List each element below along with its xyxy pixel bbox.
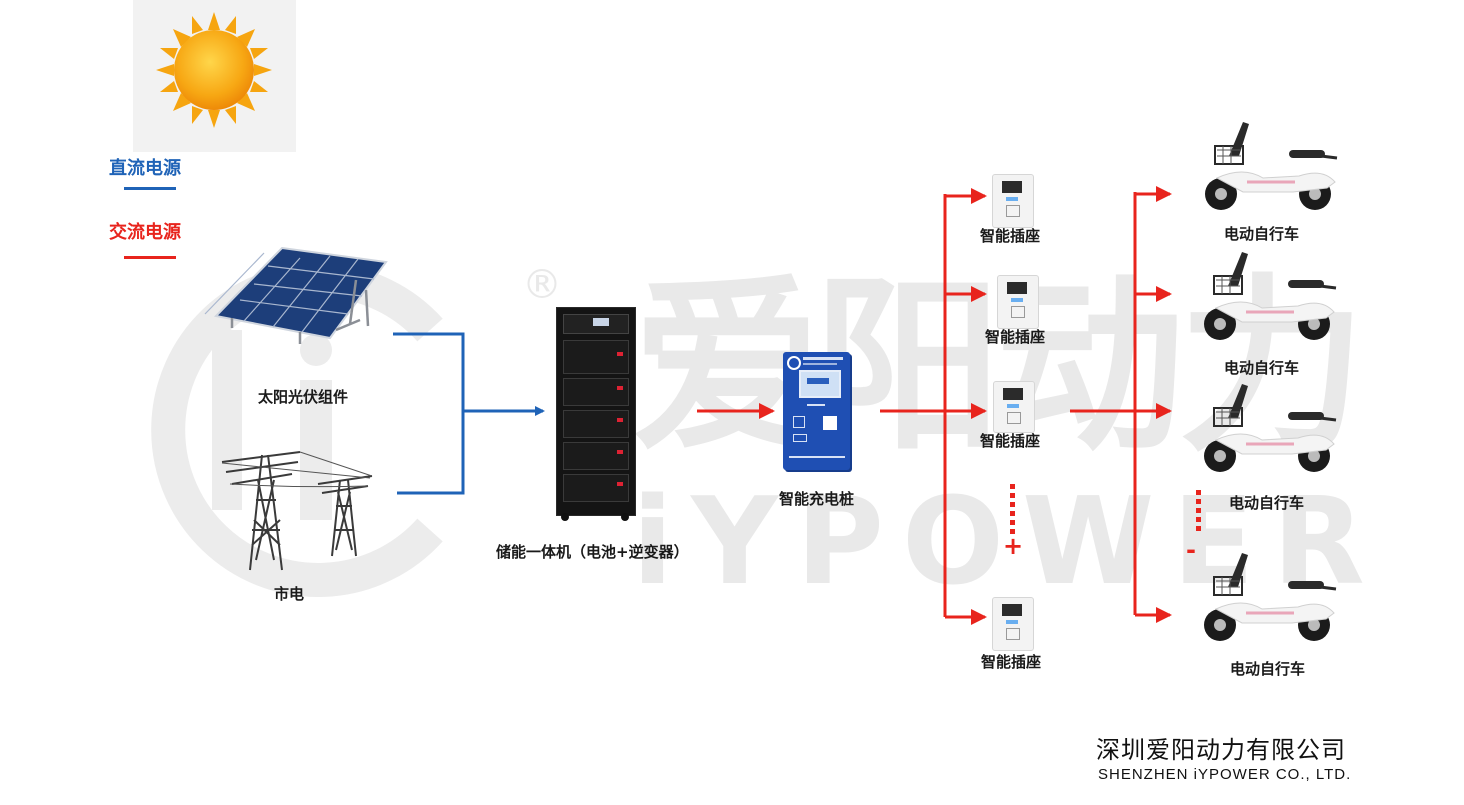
- smart-socket-icon: [992, 174, 1034, 228]
- storage-label: 储能一体机（电池+逆变器）: [496, 543, 689, 561]
- sun-icon: [156, 12, 272, 128]
- socket-ellipsis-dots: [1010, 484, 1015, 534]
- socket-label-2: 智能插座: [985, 328, 1046, 346]
- solar-label: 太阳光伏组件: [258, 388, 349, 406]
- socket-label-1: 智能插座: [980, 227, 1041, 245]
- legend-dc-label: 直流电源: [109, 158, 181, 179]
- charger-label: 智能充电桩: [779, 490, 855, 508]
- company-name-en: SHENZHEN iYPOWER CO., LTD.: [1098, 766, 1352, 783]
- legend-ac-label: 交流电源: [109, 222, 181, 243]
- bike-label-3: 电动自行车: [1229, 494, 1305, 512]
- e-bike-icon: [1203, 120, 1339, 212]
- dc-lines: [393, 332, 545, 495]
- socket-ellipsis-plus: +: [1003, 532, 1024, 560]
- e-bike-icon: [1202, 551, 1338, 643]
- smart-socket-icon: [992, 597, 1034, 651]
- bike-label-1: 电动自行车: [1224, 225, 1300, 243]
- company-name-cn: 深圳爱阳动力有限公司: [1096, 736, 1346, 764]
- socket-label-4: 智能插座: [981, 653, 1042, 671]
- sun-panel: [133, 0, 296, 152]
- e-bike-icon: [1202, 382, 1338, 474]
- legend-ac-line: [124, 256, 176, 259]
- socket-label-3: 智能插座: [980, 432, 1041, 450]
- bike-label-4: 电动自行车: [1230, 660, 1306, 678]
- watermark-registered: ®: [522, 262, 562, 308]
- e-bike-icon: [1202, 250, 1338, 342]
- storage-cabinet-icon: [556, 307, 636, 521]
- legend-dc-line: [124, 187, 176, 190]
- bike-label-2: 电动自行车: [1224, 359, 1300, 377]
- bike-ellipsis-dots: [1196, 490, 1201, 531]
- smart-socket-icon: [997, 275, 1039, 329]
- smart-socket-icon: [993, 381, 1035, 433]
- bike-ellipsis-minus: -: [1186, 536, 1196, 564]
- charging-station-icon: [783, 352, 850, 470]
- grid-label: 市电: [274, 585, 305, 603]
- ac-lines: [697, 186, 1172, 625]
